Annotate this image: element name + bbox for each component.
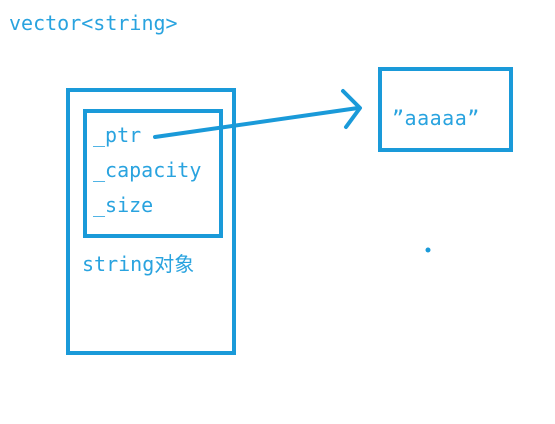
field-capacity: _capacity: [93, 158, 202, 182]
pointer-arrow-line: [153, 106, 360, 139]
field-ptr: _ptr: [93, 123, 142, 147]
string-object-label: string对象: [82, 252, 195, 276]
diagram-title: vector<string>: [9, 11, 178, 35]
string-object-box: [66, 88, 236, 355]
heap-string-value: ”aaaaa”: [392, 106, 480, 130]
heap-buffer-box: [378, 67, 513, 152]
stray-dot: [425, 247, 431, 253]
pointer-arrowhead: [341, 89, 362, 129]
field-size: _size: [93, 193, 154, 217]
fields-box: [83, 109, 223, 238]
